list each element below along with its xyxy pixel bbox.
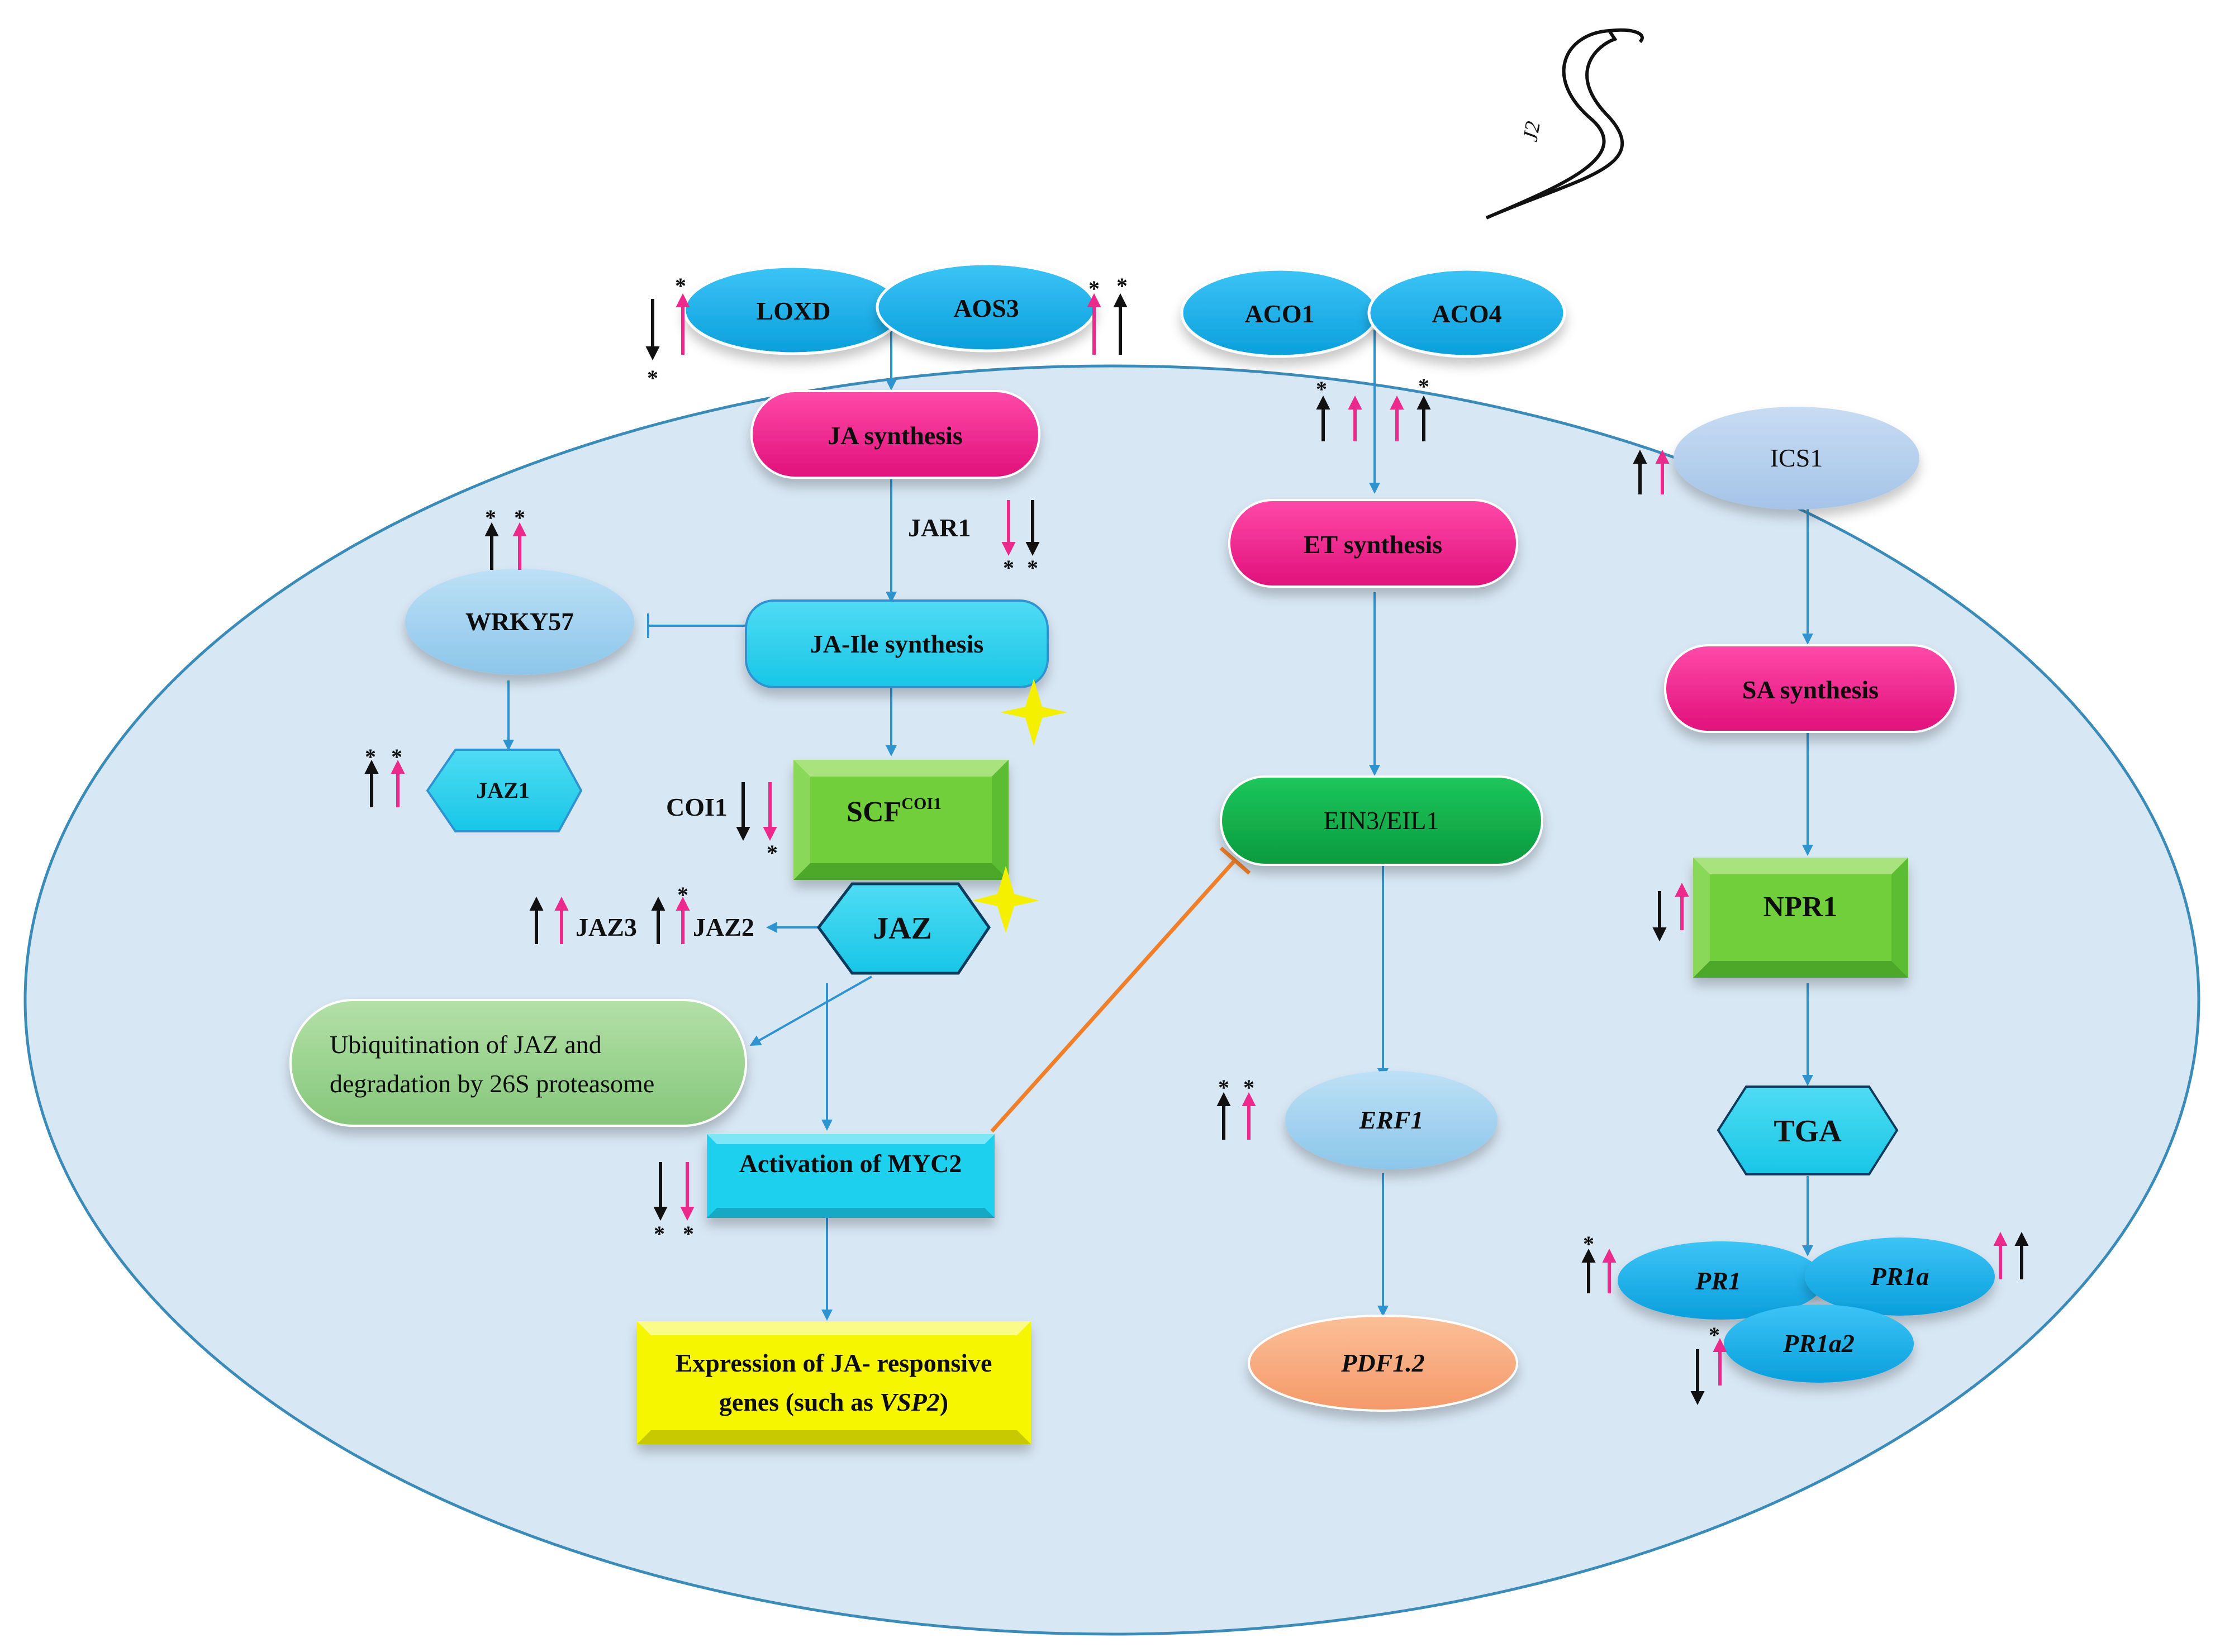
- npr1-node: NPR1: [1693, 858, 1908, 978]
- coi1-label: COI1: [666, 793, 728, 821]
- jaz1-node: JAZ1: [426, 749, 583, 832]
- jaz1-label: JAZ1: [476, 778, 530, 803]
- asterisk: *: [1418, 374, 1429, 399]
- expression-node: Expression of JA- responsive genes (such…: [637, 1321, 1031, 1444]
- pr1a2-node: PR1a2: [1724, 1305, 1914, 1383]
- edge-jaz-ubiq: [749, 975, 872, 1046]
- asterisk: *: [1218, 1075, 1229, 1100]
- ubiquitination-line2: degradation by 26S proteasome: [330, 1069, 654, 1098]
- ics1-label: ICS1: [1770, 444, 1823, 472]
- et-synthesis-label: ET synthesis: [1304, 530, 1442, 559]
- aco1-label: ACO1: [1244, 299, 1314, 328]
- edge-myc2-ein3-inhibit: [990, 846, 1251, 1133]
- asterisk: *: [683, 1221, 694, 1246]
- myc2-node: Activation of MYC2: [707, 1134, 995, 1218]
- erf1-label: ERF1: [1358, 1106, 1423, 1134]
- jaz3-label: JAZ3: [576, 913, 637, 941]
- expression-line2: genes (such as VSP2): [719, 1388, 948, 1416]
- asterisk: *: [647, 365, 658, 391]
- nematode-label: J2: [1519, 120, 1546, 144]
- aos3-label: AOS3: [953, 294, 1019, 322]
- loxd-label: LOXD: [757, 297, 831, 325]
- jaz-node: JAZ: [816, 882, 991, 975]
- star-icon-jaile: [1000, 679, 1067, 746]
- npr1-label: NPR1: [1763, 891, 1838, 923]
- asterisk: *: [677, 882, 688, 907]
- aos3-node: AOS3: [876, 262, 1097, 353]
- ubiquitination-node: Ubiquitination of JAZ and degradation by…: [289, 999, 747, 1127]
- tga-label: TGA: [1774, 1114, 1842, 1149]
- sa-synthesis-label: SA synthesis: [1742, 675, 1879, 704]
- expression-line1: Expression of JA- responsive: [676, 1349, 992, 1377]
- asterisk: *: [767, 840, 778, 865]
- wrky57-label: WRKY57: [465, 607, 574, 636]
- sa-synthesis-node: SA synthesis: [1664, 644, 1957, 733]
- ubiquitination-line1: Ubiquitination of JAZ and: [330, 1030, 602, 1059]
- jaz2-label: JAZ2: [693, 913, 754, 941]
- asterisk: *: [1243, 1075, 1254, 1100]
- asterisk: *: [1116, 273, 1128, 298]
- asterisk: *: [1088, 276, 1100, 301]
- asterisk: *: [365, 744, 376, 769]
- pr1a-label: PR1a: [1870, 1262, 1929, 1291]
- ja-synthesis-node: JA synthesis: [750, 390, 1040, 479]
- asterisk: *: [485, 505, 496, 530]
- pr1a-node: PR1a: [1805, 1237, 1995, 1316]
- asterisk: *: [1709, 1322, 1720, 1348]
- asterisk: *: [391, 744, 402, 769]
- nematode-icon: J2: [1485, 28, 1644, 220]
- asterisk: *: [1027, 555, 1038, 580]
- pdf12-label: PDF1.2: [1340, 1349, 1425, 1377]
- tga-node: TGA: [1717, 1086, 1899, 1175]
- wrky57-node: WRKY57: [405, 569, 634, 675]
- ein3-label: EIN3/EIL1: [1324, 806, 1439, 835]
- aco1-node: ACO1: [1180, 268, 1379, 358]
- scf-label: SCFCOI1: [847, 794, 942, 828]
- asterisk: *: [514, 505, 525, 530]
- ja-synthesis-label: JA synthesis: [828, 421, 963, 450]
- et-synthesis-node: ET synthesis: [1228, 499, 1518, 588]
- asterisk: *: [1003, 555, 1014, 580]
- pdf12-node: PDF1.2: [1248, 1315, 1518, 1412]
- pr1a2-label: PR1a2: [1782, 1329, 1855, 1358]
- myc2-label: Activation of MYC2: [739, 1149, 962, 1178]
- scf-coi1-node: SCFCOI1: [793, 760, 1009, 880]
- asterisk: *: [1583, 1231, 1594, 1256]
- asterisk: *: [654, 1221, 665, 1246]
- aco4-label: ACO4: [1432, 299, 1501, 328]
- ein3-node: EIN3/EIL1: [1220, 775, 1543, 866]
- pr1-label: PR1: [1695, 1267, 1741, 1295]
- star-icon-jaz: [972, 866, 1039, 933]
- jar1-label: JAR1: [908, 513, 971, 542]
- ja-ile-synthesis-node: JA-Ile synthesis: [745, 599, 1049, 688]
- asterisk: *: [675, 273, 686, 298]
- asterisk: *: [1316, 377, 1327, 402]
- ja-ile-synthesis-label: JA-Ile synthesis: [810, 630, 984, 658]
- jaz-label: JAZ: [873, 911, 932, 946]
- erf1-node: ERF1: [1285, 1071, 1498, 1169]
- ics1-node: ICS1: [1674, 407, 1919, 510]
- loxd-node: LOXD: [683, 265, 904, 355]
- aco4-node: ACO4: [1367, 268, 1566, 358]
- pr1-node: PR1: [1618, 1241, 1824, 1320]
